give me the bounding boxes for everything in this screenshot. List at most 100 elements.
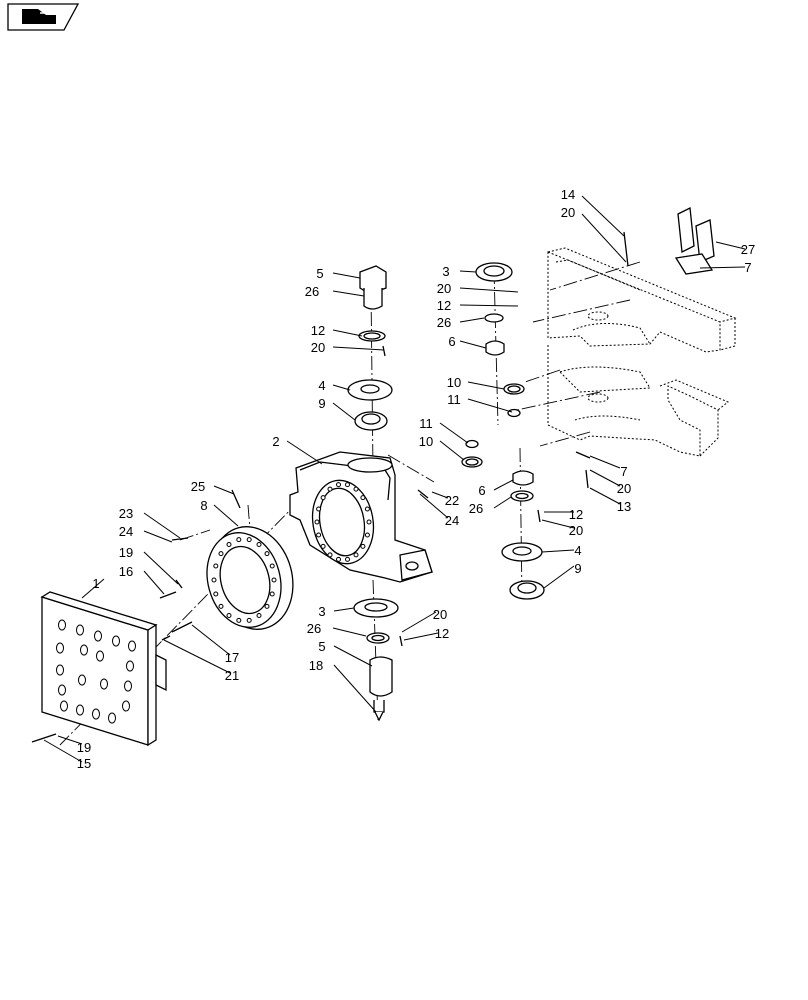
bolt-hole xyxy=(320,543,326,549)
bolt-hole xyxy=(256,542,262,547)
upper-king-pin-stack xyxy=(347,265,393,431)
bolt-hole xyxy=(226,613,232,618)
leader-line xyxy=(332,346,385,351)
leader-line xyxy=(43,739,83,763)
bolt-hole xyxy=(92,708,100,720)
callout-10: 10 xyxy=(419,434,433,449)
leader-line xyxy=(459,270,477,273)
callout-12: 12 xyxy=(437,298,451,313)
leader-line xyxy=(467,398,513,413)
leader-line xyxy=(333,645,373,667)
callout-14: 14 xyxy=(561,187,575,202)
bolt-hole xyxy=(320,495,326,501)
bolt-hole xyxy=(316,532,322,538)
bolt-hole xyxy=(218,603,224,609)
leader-line xyxy=(439,422,469,444)
bolt-hole xyxy=(264,603,270,609)
leader-line xyxy=(332,627,367,637)
leader-line xyxy=(57,735,83,745)
bolt-hole xyxy=(80,644,88,656)
leader-line xyxy=(163,639,231,674)
leader-line xyxy=(493,479,514,491)
bolt-hole xyxy=(246,537,252,543)
leader-line xyxy=(333,664,377,713)
bolt-hole xyxy=(76,704,84,716)
bolt-hole xyxy=(122,700,130,712)
callout-26: 26 xyxy=(469,501,483,516)
bolt-hole xyxy=(353,486,359,492)
mounting-plate xyxy=(40,591,167,747)
bolt-hole xyxy=(226,542,232,547)
leader-line xyxy=(403,632,439,641)
callout-4: 4 xyxy=(574,543,581,558)
book-page-icon[interactable] xyxy=(7,3,80,31)
callout-23: 23 xyxy=(119,506,133,521)
callout-9: 9 xyxy=(318,396,325,411)
bolt-hole xyxy=(96,650,104,662)
callout-7: 7 xyxy=(744,260,751,275)
bolt-hole xyxy=(60,700,68,712)
bolt-hole xyxy=(213,563,219,569)
bolt-hole xyxy=(213,591,219,597)
leader-line xyxy=(439,440,465,461)
callout-26: 26 xyxy=(437,315,451,330)
leader-line xyxy=(581,213,627,263)
callout-20: 20 xyxy=(311,340,325,355)
leader-line xyxy=(191,624,231,656)
sensor-bracket-assembly xyxy=(674,206,715,275)
callout-5: 5 xyxy=(318,639,325,654)
bolt-hole xyxy=(269,563,275,569)
bolt-hole xyxy=(76,624,84,636)
callout-11: 11 xyxy=(419,416,433,431)
leader-line xyxy=(493,496,512,509)
bolt-hole xyxy=(236,617,242,623)
bolt-hole xyxy=(360,495,366,501)
leader-line xyxy=(699,266,746,269)
bolt-hole xyxy=(108,712,116,724)
callout-20: 20 xyxy=(433,607,447,622)
bolt-hole xyxy=(128,640,136,652)
bolt-hole xyxy=(56,664,64,676)
callout-20: 20 xyxy=(561,205,575,220)
bolt-hole xyxy=(336,482,341,488)
axle-upper-stack xyxy=(461,262,525,468)
bolt-hole xyxy=(218,551,224,557)
leader-line xyxy=(581,195,625,237)
callout-11: 11 xyxy=(447,392,461,407)
bolt-hole xyxy=(94,630,102,642)
callout-21: 21 xyxy=(225,668,239,683)
bolt-hole xyxy=(327,552,333,558)
callout-6: 6 xyxy=(478,483,485,498)
bolt-hole xyxy=(100,678,108,690)
leader-line xyxy=(431,491,449,499)
bolt-hole xyxy=(58,619,66,631)
bolt-hole xyxy=(314,519,320,525)
leader-line xyxy=(143,512,181,539)
callout-22: 22 xyxy=(445,493,459,508)
callout-20: 20 xyxy=(569,523,583,538)
callout-17: 17 xyxy=(225,650,239,665)
callout-20: 20 xyxy=(437,281,451,296)
bolt-hole xyxy=(78,674,86,686)
leader-line xyxy=(541,549,575,553)
callout-20: 20 xyxy=(617,481,631,496)
bolt-hole xyxy=(360,543,366,549)
bolt-hole xyxy=(56,642,64,654)
leader-line xyxy=(332,329,363,337)
leader-line xyxy=(332,402,356,421)
callout-25: 25 xyxy=(191,479,205,494)
callout-12: 12 xyxy=(435,626,449,641)
leader-line xyxy=(541,519,575,529)
callout-10: 10 xyxy=(447,375,461,390)
callout-7: 7 xyxy=(620,464,627,479)
bolt-hole xyxy=(264,551,270,557)
callout-3: 3 xyxy=(318,604,325,619)
callout-6: 6 xyxy=(448,334,455,349)
flange-ring xyxy=(206,526,294,630)
leader-line xyxy=(459,287,519,293)
leader-line xyxy=(332,384,351,391)
leader-line xyxy=(589,455,621,469)
